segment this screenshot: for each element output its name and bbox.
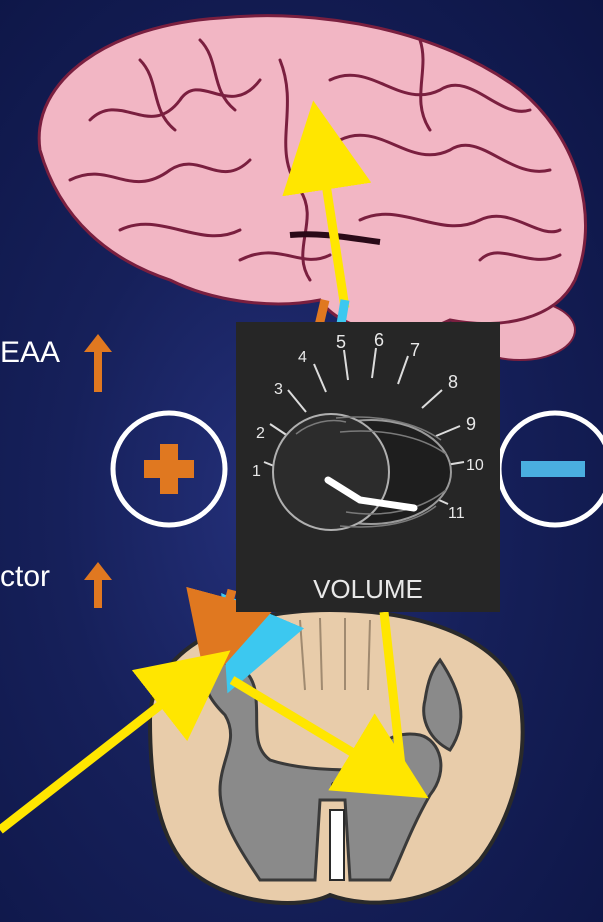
knob-title: VOLUME <box>313 574 423 604</box>
central-canal <box>331 781 343 789</box>
knob-tick-label: 3 <box>274 381 283 398</box>
knob-tick-label: 4 <box>298 349 307 366</box>
knob-dial <box>273 414 451 530</box>
knob-tick-label: 6 <box>374 330 384 350</box>
up-arrow-icon <box>84 334 112 392</box>
knob-tick-label: 5 <box>336 332 346 352</box>
plus-icon <box>113 413 225 525</box>
ventral-fissure <box>330 810 344 880</box>
knob-tick-label: 7 <box>410 340 420 360</box>
label-eaa: EAA <box>0 336 60 370</box>
volume-knob-panel: 1 2 3 4 5 6 7 8 9 10 11 VOLUME <box>236 322 500 612</box>
knob-tick-label: 11 <box>448 505 465 522</box>
label-factor: ctor <box>0 560 50 594</box>
up-arrow-icon <box>84 562 112 608</box>
cerebrum <box>39 16 585 333</box>
spinal-cord-illustration <box>150 610 523 903</box>
minus-icon <box>499 413 603 525</box>
knob-tick-label: 8 <box>448 372 458 392</box>
knob-tick-label: 10 <box>466 457 484 474</box>
volume-knob: 1 2 3 4 5 6 7 8 9 10 11 VOLUME <box>236 322 500 612</box>
knob-tick-label: 2 <box>256 425 265 442</box>
brain-illustration <box>39 16 585 360</box>
knob-tick-label: 1 <box>252 463 261 480</box>
knob-tick-label: 9 <box>466 414 476 434</box>
